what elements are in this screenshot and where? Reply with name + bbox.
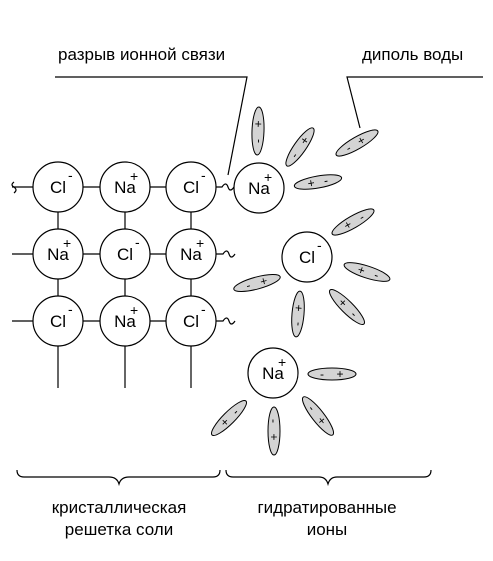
- svg-text:-: -: [305, 402, 318, 414]
- svg-text:Na: Na: [47, 245, 69, 264]
- ion-charge-minus: -: [135, 234, 140, 250]
- water-dipole: + -: [290, 290, 306, 338]
- ion-charge-minus: -: [201, 301, 206, 317]
- water-dipole: + -: [285, 127, 315, 167]
- lattice-caption-line2: решетка соли: [65, 520, 173, 539]
- ion-charge-minus: -: [201, 167, 206, 183]
- water-dipole: + -: [211, 400, 247, 436]
- hydrated-caption-line2: ионы: [307, 520, 348, 539]
- ion-charge-plus: +: [264, 169, 272, 185]
- water-dipole: + -: [293, 173, 343, 191]
- svg-text:Na: Na: [262, 364, 284, 383]
- lattice-na-ion: Na +: [165, 228, 217, 280]
- water-dipole-label: диполь воды: [362, 45, 463, 64]
- svg-text:Cl: Cl: [183, 178, 199, 197]
- svg-text:-: -: [287, 150, 301, 161]
- svg-text:Cl: Cl: [117, 245, 133, 264]
- ion-charge-plus: +: [278, 354, 286, 370]
- svg-text:-: -: [356, 210, 366, 224]
- hydrated-brace: [225, 469, 432, 487]
- svg-text:+: +: [267, 433, 281, 440]
- svg-text:Cl: Cl: [50, 178, 66, 197]
- hydrated-cl-ion: Cl -: [281, 231, 333, 283]
- ion-charge-plus: +: [63, 235, 71, 251]
- svg-text:+: +: [251, 120, 265, 127]
- svg-text:-: -: [245, 278, 252, 293]
- lattice-brace: [16, 469, 221, 487]
- lattice-cl-ion: Cl -: [99, 228, 151, 280]
- svg-text:+: +: [291, 304, 306, 312]
- lattice-na-ion: Na +: [99, 161, 151, 213]
- svg-text:-: -: [290, 321, 304, 326]
- water-dipole: + -: [343, 262, 391, 283]
- svg-text:+: +: [336, 367, 343, 381]
- svg-text:-: -: [343, 141, 353, 155]
- lattice-na-ion: Na +: [99, 295, 151, 347]
- water-dipole-leader: [346, 76, 483, 129]
- svg-text:-: -: [323, 173, 329, 187]
- hydrated-na-ion: Na +: [247, 347, 299, 399]
- svg-text:Cl: Cl: [299, 248, 315, 267]
- water-dipole: + -: [307, 367, 357, 381]
- bond-break-label: разрыв ионной связи: [58, 45, 225, 64]
- ion-charge-minus: -: [68, 167, 73, 183]
- bond-break-leader: [55, 76, 248, 176]
- lattice-na-ion: Na +: [32, 228, 84, 280]
- svg-text:Na: Na: [114, 312, 136, 331]
- ion-charge-minus: -: [68, 301, 73, 317]
- ion-charge-plus: +: [130, 302, 138, 318]
- lattice-cl-ion: Cl -: [165, 161, 217, 213]
- ion-charge-plus: +: [130, 168, 138, 184]
- svg-text:Na: Na: [114, 178, 136, 197]
- water-dipole: + -: [331, 208, 375, 236]
- water-dipole: + -: [301, 396, 335, 436]
- water-dipole: + -: [251, 106, 265, 156]
- svg-text:+: +: [306, 176, 315, 191]
- lattice-cl-ion: Cl -: [32, 161, 84, 213]
- ion-charge-plus: +: [196, 235, 204, 251]
- svg-text:+: +: [356, 262, 367, 277]
- lattice-cl-ion: Cl -: [165, 295, 217, 347]
- lattice-caption-line1: кристаллическая: [52, 498, 187, 517]
- water-dipole: + -: [267, 406, 281, 456]
- water-dipole: + -: [329, 289, 365, 325]
- water-dipole: + -: [233, 274, 281, 293]
- water-dipole: + -: [335, 129, 379, 157]
- svg-text:Na: Na: [180, 245, 202, 264]
- svg-text:Cl: Cl: [183, 312, 199, 331]
- svg-text:-: -: [267, 419, 281, 423]
- svg-text:Na: Na: [248, 179, 270, 198]
- lattice-cl-ion: Cl -: [32, 295, 84, 347]
- svg-text:-: -: [320, 367, 324, 381]
- lattice-bonds: [11, 181, 236, 388]
- ion-charge-minus: -: [317, 237, 322, 253]
- svg-text:+: +: [259, 274, 269, 289]
- hydrated-caption-line1: гидратированные: [257, 498, 396, 517]
- hydrated-na-ion: Na +: [233, 162, 285, 214]
- svg-text:-: -: [251, 139, 265, 143]
- svg-text:-: -: [372, 268, 380, 283]
- water-dipoles: + - + - + - + - + - + -: [211, 106, 391, 456]
- svg-text:Cl: Cl: [50, 312, 66, 331]
